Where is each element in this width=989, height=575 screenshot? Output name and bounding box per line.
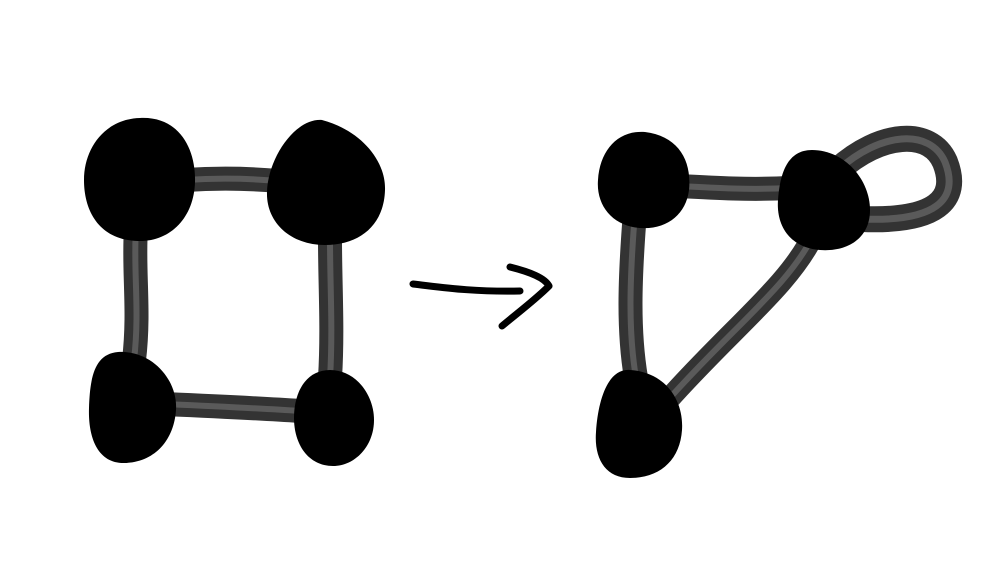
right-edge-left	[618, 213, 648, 390]
left-graph	[84, 117, 386, 466]
right-graph	[595, 126, 963, 478]
arrow-right-icon	[409, 263, 553, 330]
left-graph-nodes	[84, 117, 386, 466]
right-self-loop	[825, 126, 963, 233]
right-node-top-right	[777, 150, 870, 251]
left-edge-right	[318, 228, 344, 390]
left-node-top-left	[84, 117, 196, 242]
left-node-top-right	[266, 119, 386, 245]
left-node-bottom-left	[88, 351, 177, 464]
left-edge-bottom	[153, 392, 312, 423]
right-edge-diagonal	[657, 221, 826, 411]
right-edge-top	[668, 174, 802, 201]
right-node-bottom	[595, 369, 683, 478]
left-graph-edges	[122, 166, 344, 423]
right-node-top-left	[597, 131, 690, 229]
left-edge-top	[173, 166, 290, 193]
right-graph-nodes	[595, 131, 870, 478]
left-node-bottom-right	[294, 370, 374, 466]
left-edge-left	[122, 216, 149, 372]
right-graph-edges	[618, 126, 963, 411]
